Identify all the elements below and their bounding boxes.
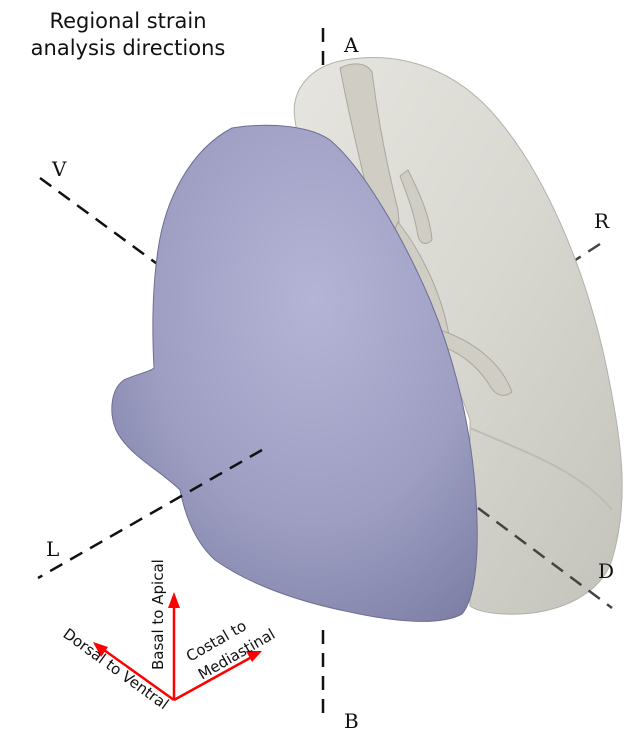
label-right: R <box>594 209 610 233</box>
label-dorsal: D <box>598 559 614 583</box>
axis-ventral-dorsal-top <box>40 178 160 266</box>
label-apical: A <box>343 33 359 57</box>
label-basal-to-apical: Basal to Apical <box>149 559 167 670</box>
label-ventral: V <box>51 157 67 181</box>
label-left: L <box>46 537 59 561</box>
label-basal: B <box>344 709 359 731</box>
arrow-head-basal-to-apical <box>168 592 180 608</box>
